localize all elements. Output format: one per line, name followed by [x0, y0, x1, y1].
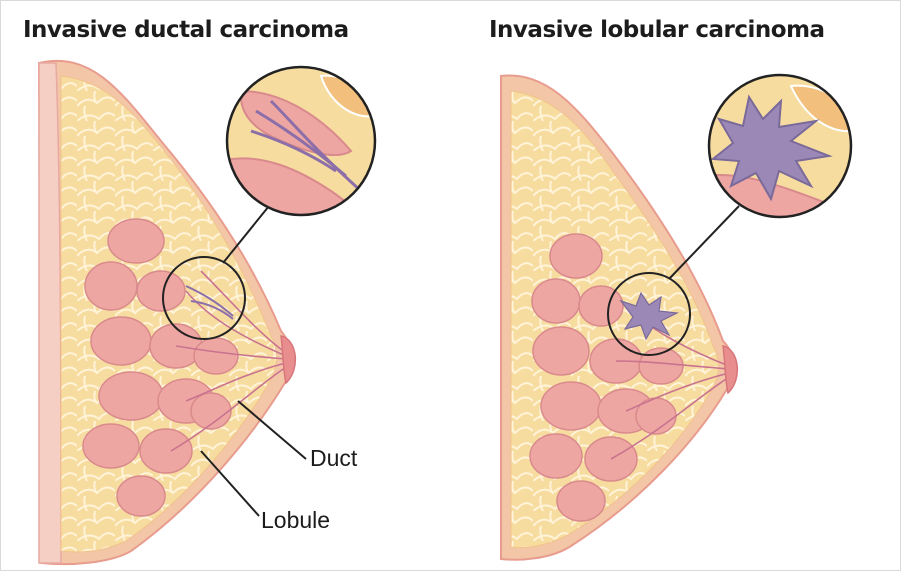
- lobular-carcinoma-title: Invasive lobular carcinoma: [489, 17, 825, 43]
- left-breast: [39, 61, 381, 564]
- lobule-leader-line: [201, 451, 259, 516]
- right-breast: [501, 71, 861, 560]
- lobule-label: Lobule: [261, 507, 330, 534]
- duct-label: Duct: [310, 445, 357, 472]
- left-magnifier: [221, 61, 381, 221]
- left-chest-wall: [39, 63, 61, 563]
- ductal-carcinoma-title: Invasive ductal carcinoma: [23, 17, 349, 43]
- right-magnifier: [701, 71, 861, 231]
- right-magnifier-leader: [669, 206, 739, 279]
